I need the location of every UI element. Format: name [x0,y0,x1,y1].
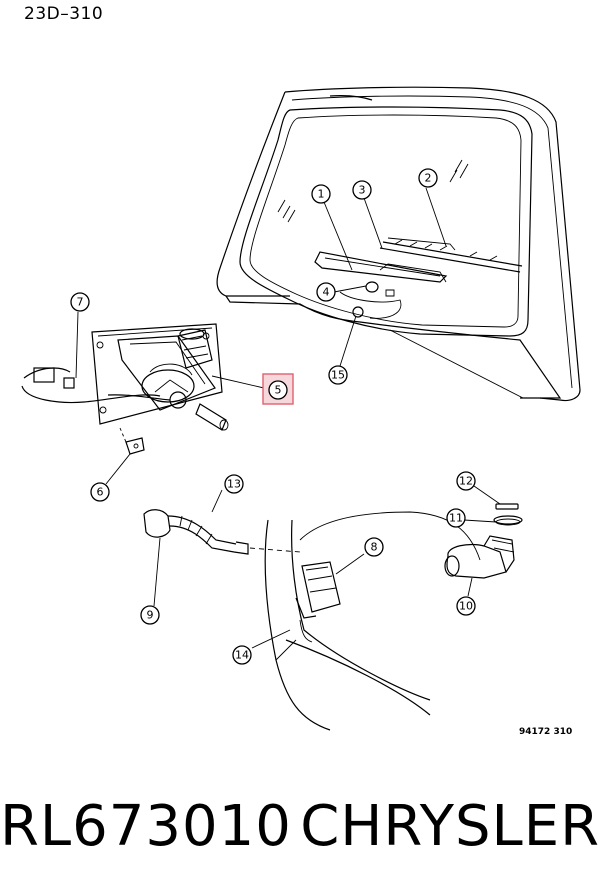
clip [119,427,145,455]
callout-label: 1 [318,188,325,201]
callout-label: 12 [459,475,473,488]
parts-diagram: 1 2 3 4 5 6 7 8 9 10 11 12 13 14 15 [21,86,581,731]
callout-label: 6 [97,486,104,499]
callout-3[interactable]: 3 [352,180,372,200]
callout-14[interactable]: 14 [232,645,252,665]
washer-pump [444,503,523,579]
callout-label: 8 [371,541,378,554]
callout-label: 4 [323,286,330,299]
callout-label: 9 [147,609,154,622]
liftgate [216,86,581,402]
callout-label: 5 [275,384,282,397]
callout-label: 13 [227,478,241,491]
brand-name: CHRYSLER [300,793,600,859]
washer-hose [143,509,301,555]
callout-label: 7 [77,296,84,309]
callout-7[interactable]: 7 [70,292,90,312]
callout-label: 14 [235,649,249,662]
wiper-assembly [314,237,523,319]
callout-label: 3 [359,184,366,197]
callout-label: 11 [449,512,463,525]
callout-12[interactable]: 12 [456,471,476,491]
callout-11[interactable]: 11 [446,508,466,528]
page-code: 23D–310 [24,4,104,24]
part-number: RL673010 [0,793,292,859]
callout-4[interactable]: 4 [316,282,336,302]
diagram-reference-number: 94172 310 [519,727,573,737]
callout-10[interactable]: 10 [456,596,476,616]
leader-lines [75,187,501,649]
callout-1[interactable]: 1 [311,184,331,204]
callout-6[interactable]: 6 [90,482,110,502]
callout-label: 10 [459,600,473,613]
callout-13[interactable]: 13 [224,474,244,494]
callout-15[interactable]: 15 [328,365,348,385]
callout-8[interactable]: 8 [364,537,384,557]
callout-5-highlighted[interactable]: 5 [262,373,294,405]
callout-2[interactable]: 2 [418,168,438,188]
callout-label: 15 [331,369,345,382]
motor-bracket [21,323,229,431]
callout-9[interactable]: 9 [140,605,160,625]
body-panel [264,511,481,731]
footer-caption: RL673010 CHRYSLER [0,776,600,876]
callout-label: 2 [425,172,432,185]
